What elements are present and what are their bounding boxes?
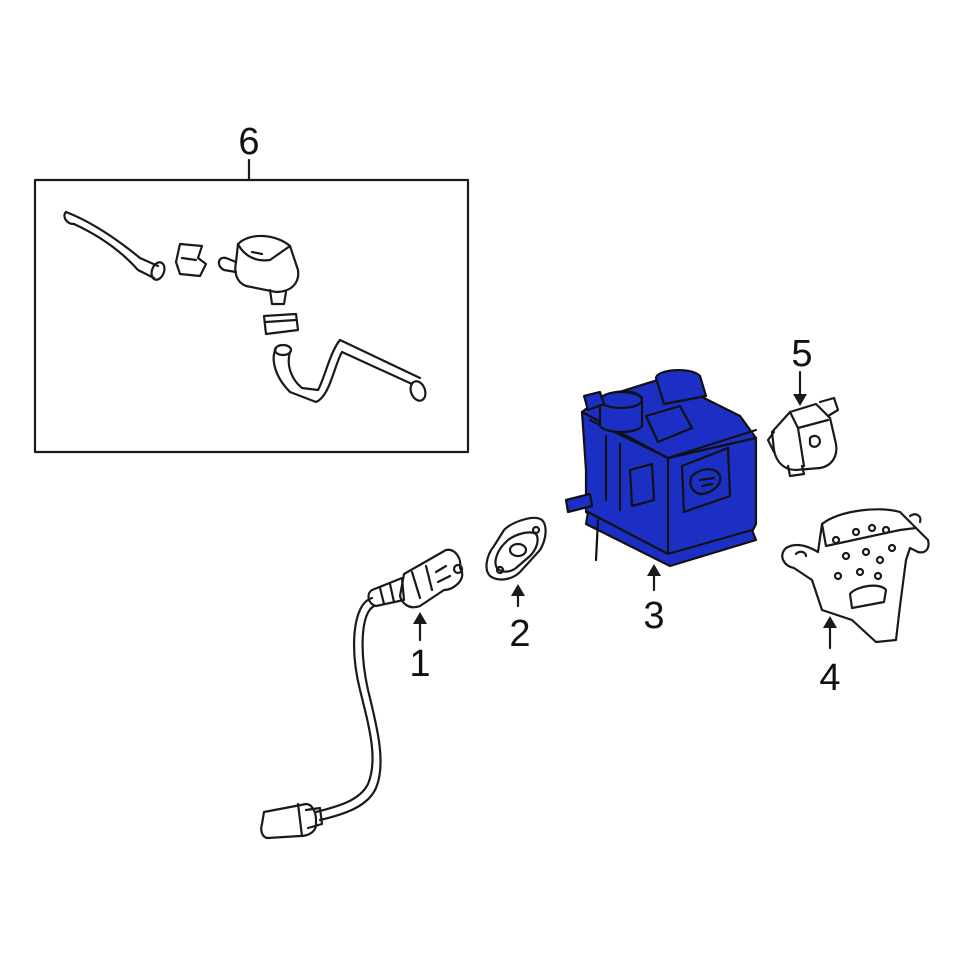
callout-3-arrowhead [647, 564, 661, 576]
callout-6-label: 6 [238, 121, 259, 163]
bracket [781, 508, 930, 644]
vapor-canister [564, 369, 758, 568]
vacuum-switching-valve [766, 396, 840, 478]
callout-3-group: 3 [564, 369, 758, 637]
gasket [485, 516, 547, 581]
inset-valve [217, 234, 300, 306]
callout-4-group: 4 [781, 508, 930, 699]
callout-2-arrowhead [511, 584, 525, 596]
callout-1-arrowhead [413, 612, 427, 624]
callout-1-label: 1 [409, 643, 430, 685]
callout-3-label: 3 [643, 595, 664, 637]
inset-lower-hose [272, 338, 427, 404]
callout-5-label: 5 [791, 333, 812, 375]
callout-5-arrowhead [793, 394, 807, 406]
inset-hose-clamp [174, 242, 208, 278]
callout-4-label: 4 [819, 657, 840, 699]
inset-small-connector [262, 312, 300, 336]
callout-4-arrowhead [823, 616, 837, 628]
callout-2-group: 2 [485, 516, 547, 655]
inset-box [33, 178, 470, 454]
callout-5-group: 5 [766, 333, 840, 478]
callout-6-group: 6 [33, 121, 470, 454]
oxygen-sensor [260, 548, 464, 840]
callout-1-group: 1 [260, 548, 464, 840]
callout-2-label: 2 [509, 613, 530, 655]
inset-upper-hose [63, 210, 166, 281]
